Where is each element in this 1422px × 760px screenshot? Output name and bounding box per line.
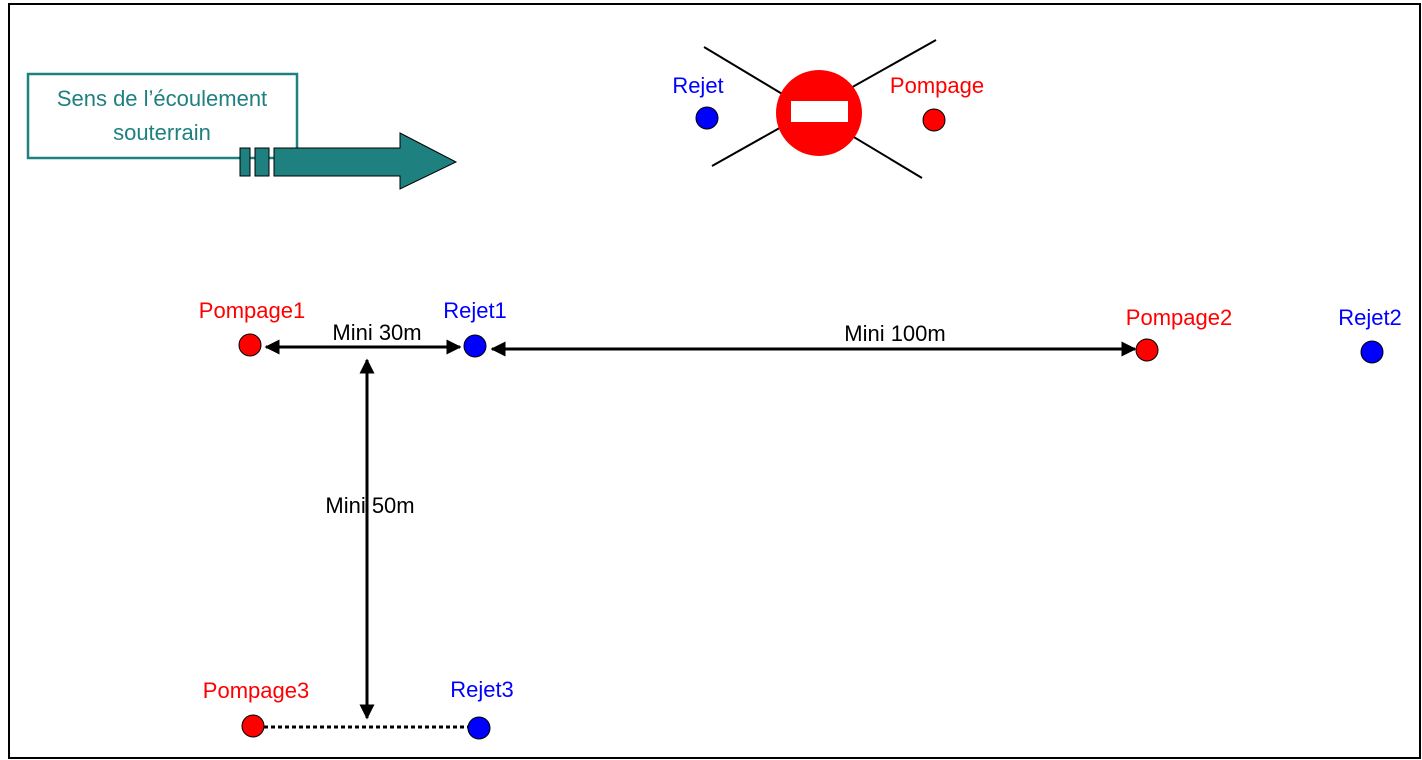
distance-label-50m: Mini 50m xyxy=(325,493,414,518)
forbidden-pumping-well xyxy=(922,108,946,132)
well-pompage1 xyxy=(238,333,262,357)
well-label-pompage1: Pompage1 xyxy=(199,298,305,323)
flow-direction-legend: Sens de l’écoulement souterrain xyxy=(26,72,458,190)
distance-label-100m: Mini 100m xyxy=(844,321,945,346)
flow-label-box xyxy=(26,72,299,160)
flow-label-line2: souterrain xyxy=(113,120,211,145)
well-pompage3 xyxy=(241,714,265,738)
forbidden-configuration: Rejet Pompage xyxy=(672,39,984,179)
well-pompage2 xyxy=(1135,338,1159,362)
well-label-rejet2: Rejet2 xyxy=(1338,305,1402,330)
well-label-pompage3: Pompage3 xyxy=(203,678,309,703)
forbidden-discharge-well xyxy=(695,106,719,130)
flow-label-line1: Sens de l’écoulement xyxy=(57,86,267,111)
well-rejet2 xyxy=(1360,340,1384,364)
forbidden-discharge-label: Rejet xyxy=(672,73,723,98)
diagram-frame xyxy=(8,3,1421,759)
well-rejet1 xyxy=(463,334,487,358)
well-label-pompage2: Pompage2 xyxy=(1126,305,1232,330)
well-label-rejet3: Rejet3 xyxy=(450,677,514,702)
well-rejet3 xyxy=(467,716,491,740)
no-entry-icon xyxy=(776,70,862,156)
well-label-rejet1: Rejet1 xyxy=(443,298,507,323)
forbidden-pumping-label: Pompage xyxy=(890,73,984,98)
distance-label-30m: Mini 30m xyxy=(332,320,421,345)
flow-direction-arrow-icon xyxy=(239,132,458,190)
